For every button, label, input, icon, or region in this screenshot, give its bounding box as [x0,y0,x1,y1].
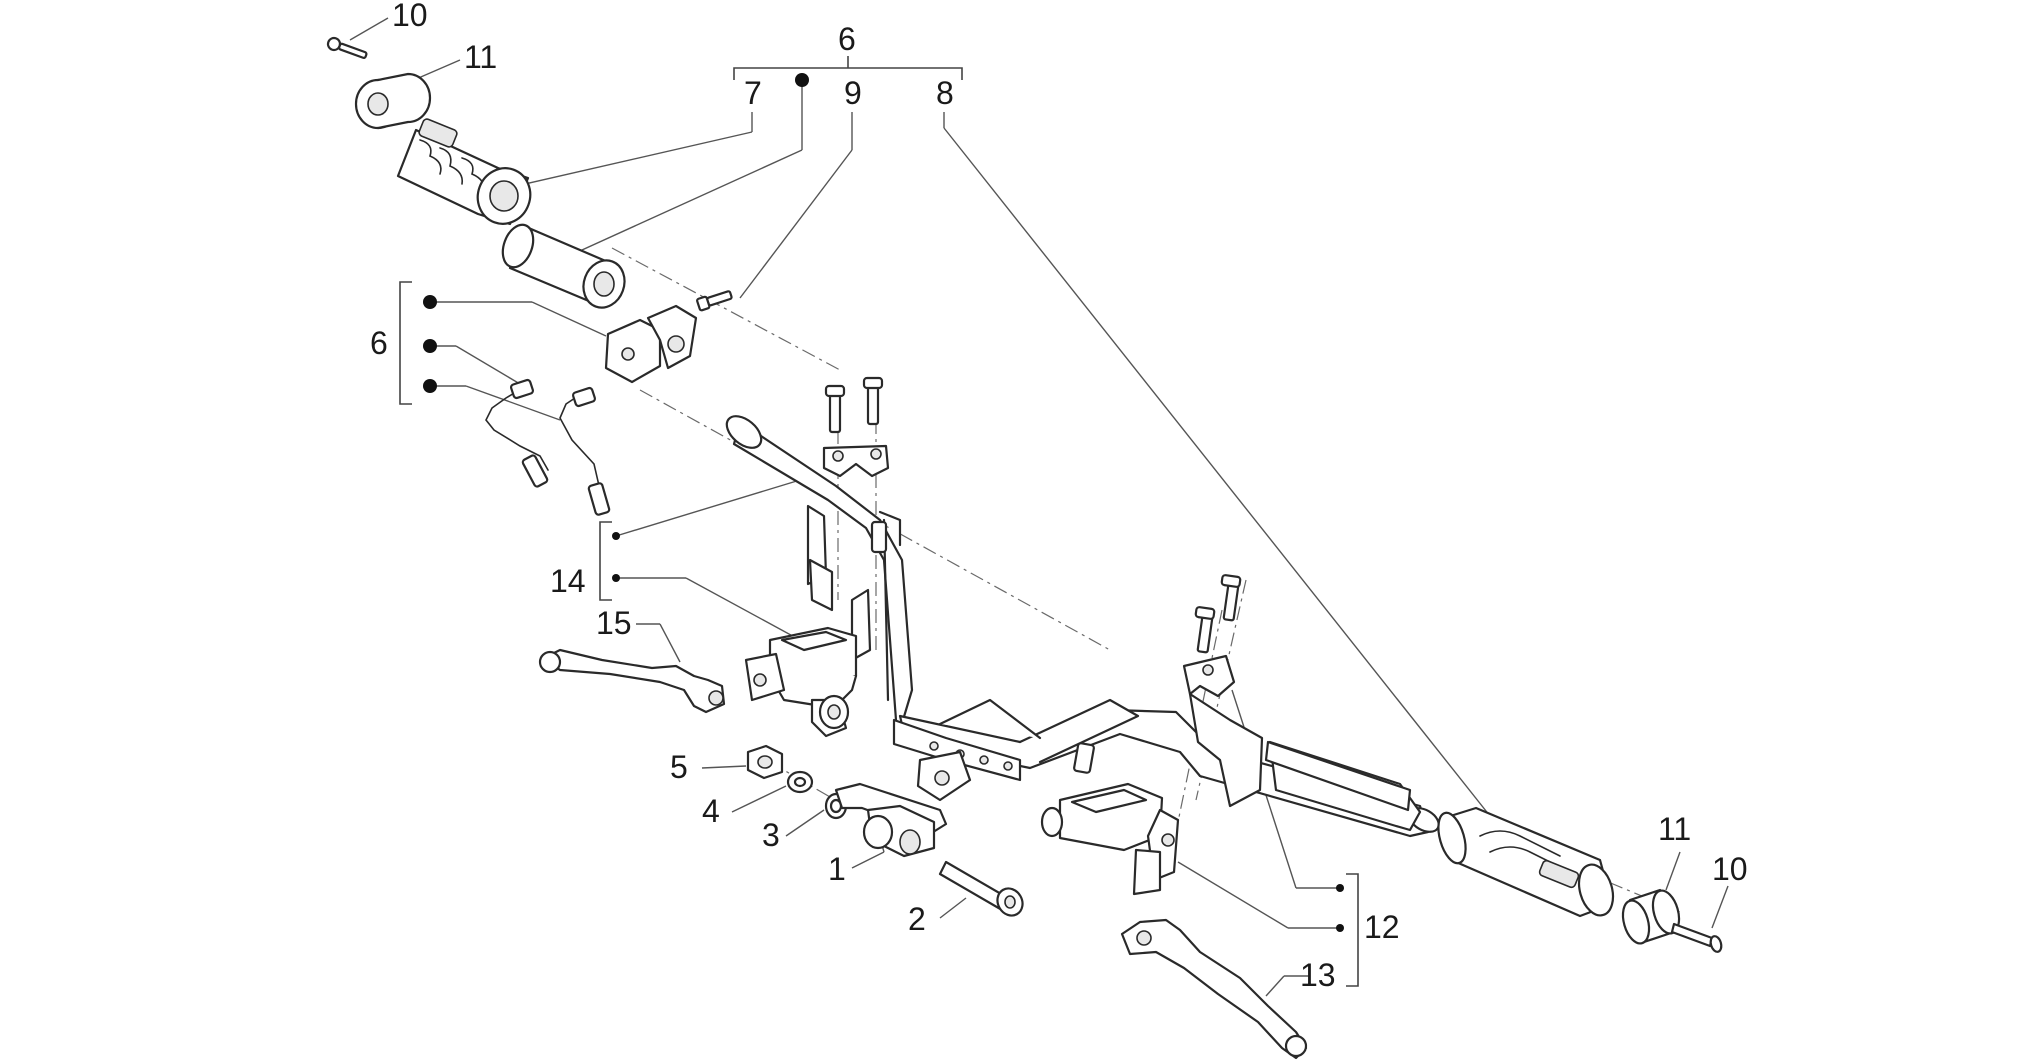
throttle-tube [501,223,626,309]
callout-6-top: 6 [838,21,856,57]
bracket-12 [1346,873,1359,987]
callout-9: 9 [844,75,862,111]
callout-3: 3 [762,817,780,853]
callout-11-right: 11 [1658,811,1691,847]
callout-13: 13 [1300,957,1336,993]
dot-6-left-3 [423,379,437,393]
clamp-screws-top [824,376,884,434]
callout-8: 8 [936,75,954,111]
bar-end-weight-right [1621,888,1681,945]
bracket-14 [599,521,612,601]
callout-10-right: 10 [1712,851,1748,887]
dot-14-1 [612,532,620,540]
dot-14-2 [612,574,620,582]
callout-14: 14 [550,563,586,599]
throttle-screw [696,290,733,312]
callout-2: 2 [908,901,926,937]
dot-12-2 [1336,924,1344,932]
callout-labels: 6 7 9 8 10 11 6 14 15 5 4 3 1 2 12 13 11… [370,0,1748,993]
left-brake-lever [538,648,726,714]
throttle-cables [485,378,611,516]
left-grip [396,118,532,226]
right-brake-lever [1120,918,1308,1060]
callout-12: 12 [1364,909,1400,945]
callout-1: 1 [828,851,846,887]
bar-end-weight-top [354,72,432,130]
callout-10-top: 10 [392,0,428,33]
right-master-cylinder [1040,782,1180,896]
dot-6-left-2 [423,339,437,353]
bar-end-screw-right [1670,922,1723,953]
clamp-cap-right [1182,654,1236,698]
left-master-cylinder [744,626,858,738]
right-bar-tube [1264,740,1412,812]
lever-bracket [834,782,948,858]
callout-5: 5 [670,749,688,785]
dot-6-top [795,73,809,87]
dot-6-left-1 [423,295,437,309]
clamp-cap-top [822,444,890,478]
bar-end-screw-top [326,36,368,59]
callout-15: 15 [596,605,632,641]
callout-4: 4 [702,793,720,829]
callout-11-top: 11 [464,39,497,75]
right-grip [1437,806,1615,918]
lock-nut [746,744,784,780]
dot-12-1 [1336,884,1344,892]
bracket-6-left [399,281,412,405]
callout-7: 7 [744,75,762,111]
throttle-housing [604,304,698,384]
washer [786,770,814,794]
callout-6-left: 6 [370,325,388,361]
clamp-screws-right [1194,574,1242,654]
pivot-bolt [938,860,1024,917]
callout-dots [423,73,1344,932]
